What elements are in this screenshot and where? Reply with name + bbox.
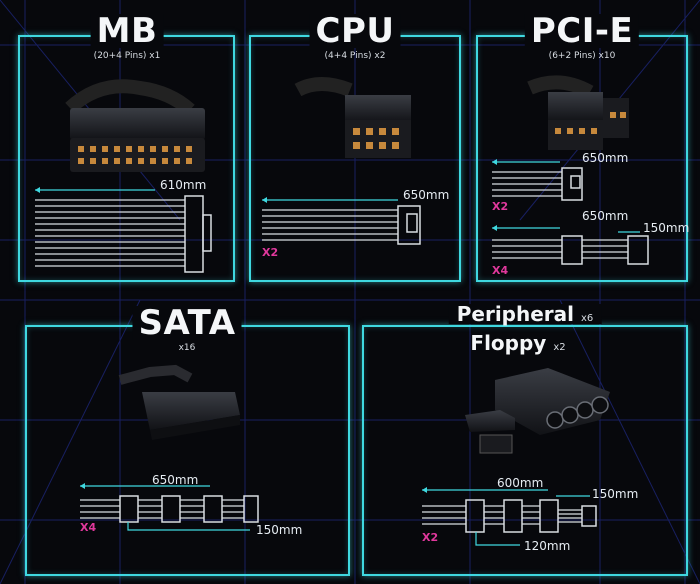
sata-length-a-label: 650mm — [152, 473, 199, 487]
floppy-label: Floppy — [470, 331, 547, 355]
peripheral-length-b-label: 150mm — [592, 487, 639, 501]
peripheral-length-c-label: 120mm — [524, 539, 571, 553]
peripheral-length-a-label: 600mm — [497, 476, 544, 490]
mb-title: MB — [90, 14, 164, 48]
sata-spec: x16 — [178, 343, 196, 353]
sata-title: SATA — [132, 306, 242, 340]
sata-count-label: X4 — [80, 521, 97, 534]
floppy-title: Floppy x2 — [464, 333, 571, 353]
peripheral-title: Peripheral x6 — [448, 302, 602, 326]
pcie-title: PCI-E — [524, 14, 640, 48]
peripheral-panel — [362, 325, 688, 576]
peripheral-qty: x6 — [580, 313, 594, 324]
mb-panel — [18, 35, 235, 282]
pcie-length-b-label: 650mm — [582, 209, 629, 223]
pcie-count-a-label: X2 — [492, 200, 509, 213]
cpu-title: CPU — [309, 14, 401, 48]
cpu-count-label: X2 — [262, 246, 279, 259]
pcie-length-c-label: 150mm — [643, 221, 690, 235]
mb-length-label: 610mm — [160, 178, 207, 192]
pcie-count-b-label: X4 — [492, 264, 509, 277]
sata-length-b-label: 150mm — [256, 523, 303, 537]
pcie-spec: (6+2 Pins) x10 — [548, 51, 616, 61]
mb-spec: (20+4 Pins) x1 — [93, 51, 161, 61]
pcie-length-a-label: 650mm — [582, 151, 629, 165]
sata-panel — [25, 325, 350, 576]
floppy-qty: x2 — [553, 342, 566, 353]
cpu-panel — [249, 35, 461, 282]
cpu-length-label: 650mm — [403, 188, 450, 202]
peripheral-count-label: X2 — [422, 531, 439, 544]
cpu-spec: (4+4 Pins) x2 — [324, 51, 386, 61]
peripheral-label: Peripheral — [456, 302, 575, 326]
